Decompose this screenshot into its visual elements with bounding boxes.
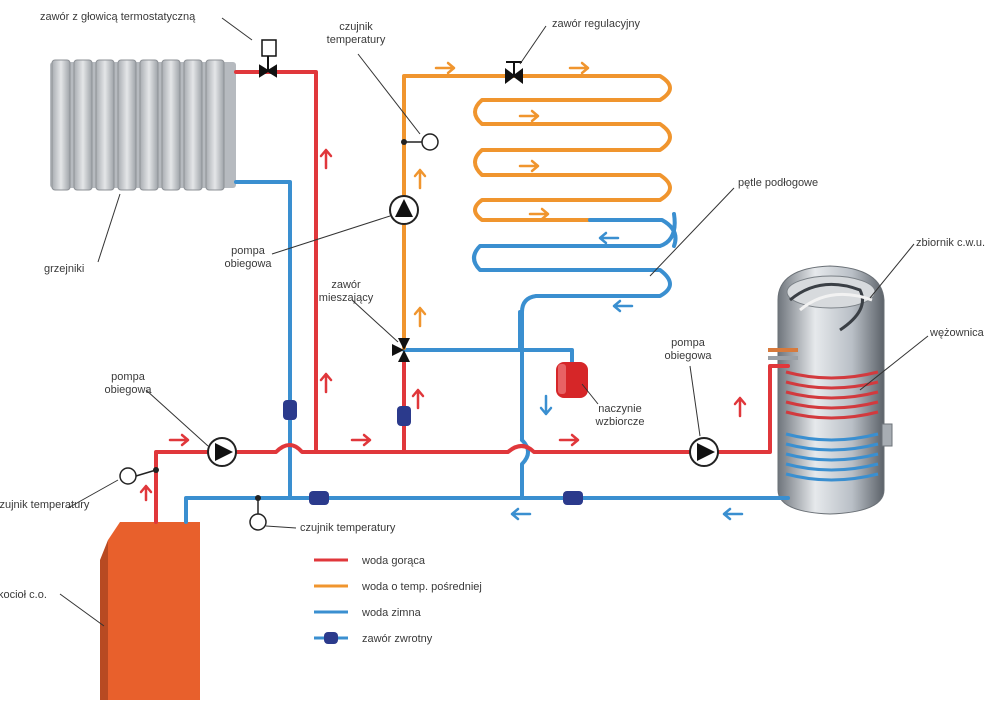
label-pump-mid-1: pompa bbox=[231, 245, 266, 257]
label-expansion-1: naczynie bbox=[598, 403, 641, 415]
legend: woda gorąca woda o temp. pośredniej woda… bbox=[314, 555, 482, 645]
leader-lines bbox=[59, 17, 929, 627]
pump-mid bbox=[389, 195, 419, 225]
legend-item-cold: woda zimna bbox=[314, 607, 422, 619]
label-temp-sensor-top-2: temperatury bbox=[327, 34, 386, 46]
label-thermostatic-valve: zawór z głowicą termostatyczną bbox=[40, 11, 196, 23]
temp-sensor-left bbox=[119, 467, 137, 485]
label-coil: wężownica bbox=[929, 327, 985, 339]
legend-label-hot: woda gorąca bbox=[361, 555, 426, 567]
radiator bbox=[50, 59, 236, 191]
boiler bbox=[100, 522, 200, 700]
label-pump-mid-2: obiegowa bbox=[224, 258, 272, 270]
legend-label-cold: woda zimna bbox=[361, 607, 422, 619]
label-dhw-tank: zbiornik c.w.u. bbox=[916, 237, 985, 249]
check-valve-return-1 bbox=[309, 491, 329, 505]
check-valve-return-2 bbox=[563, 491, 583, 505]
label-mixing-valve-1: zawór bbox=[331, 279, 361, 291]
label-pump-left-2: obiegowa bbox=[104, 384, 152, 396]
label-temp-sensor-top-1: czujnik bbox=[339, 21, 373, 33]
label-expansion-2: wzbiorcze bbox=[595, 416, 645, 428]
pump-left bbox=[207, 437, 237, 467]
label-pump-right-2: obiegowa bbox=[664, 350, 712, 362]
mixing-valve bbox=[392, 338, 410, 362]
legend-item-check: zawór zwrotny bbox=[314, 632, 433, 645]
legend-label-mid: woda o temp. pośredniej bbox=[361, 581, 482, 593]
expansion-vessel bbox=[556, 362, 588, 398]
temp-sensor-bottom bbox=[249, 513, 267, 531]
label-temp-sensor-bottom: czujnik temperatury bbox=[300, 522, 396, 534]
label-pump-right-1: pompa bbox=[671, 337, 706, 349]
label-temp-sensor-left: czujnik temperatury bbox=[0, 499, 90, 511]
check-valve-radiator-return bbox=[283, 400, 297, 420]
label-radiators: grzejniki bbox=[44, 263, 84, 275]
label-mixing-valve-2: mieszający bbox=[319, 292, 374, 304]
control-valve bbox=[505, 61, 523, 84]
legend-item-hot: woda gorąca bbox=[314, 555, 426, 567]
label-pump-left-1: pompa bbox=[111, 371, 146, 383]
pump-right bbox=[689, 437, 719, 467]
label-control-valve: zawór regulacyjny bbox=[552, 18, 641, 30]
labels: zawór z głowicą termostatyczną czujnik t… bbox=[0, 11, 985, 601]
dhw-tank bbox=[768, 265, 893, 515]
label-floor-loops: pętle podłogowe bbox=[738, 177, 818, 189]
temp-sensor-top bbox=[421, 133, 439, 151]
check-valve-mixing bbox=[397, 406, 411, 426]
mid-pipes bbox=[402, 74, 678, 350]
flow-arrows bbox=[139, 61, 747, 521]
coil-hot bbox=[785, 370, 879, 420]
thermostatic-valve bbox=[259, 39, 277, 78]
label-boiler: kocioł c.o. bbox=[0, 589, 47, 601]
legend-label-check: zawór zwrotny bbox=[362, 633, 433, 645]
temp-sensors bbox=[119, 133, 439, 531]
legend-item-mid: woda o temp. pośredniej bbox=[314, 581, 482, 593]
coil-cold bbox=[785, 432, 879, 482]
check-valves bbox=[283, 400, 583, 505]
